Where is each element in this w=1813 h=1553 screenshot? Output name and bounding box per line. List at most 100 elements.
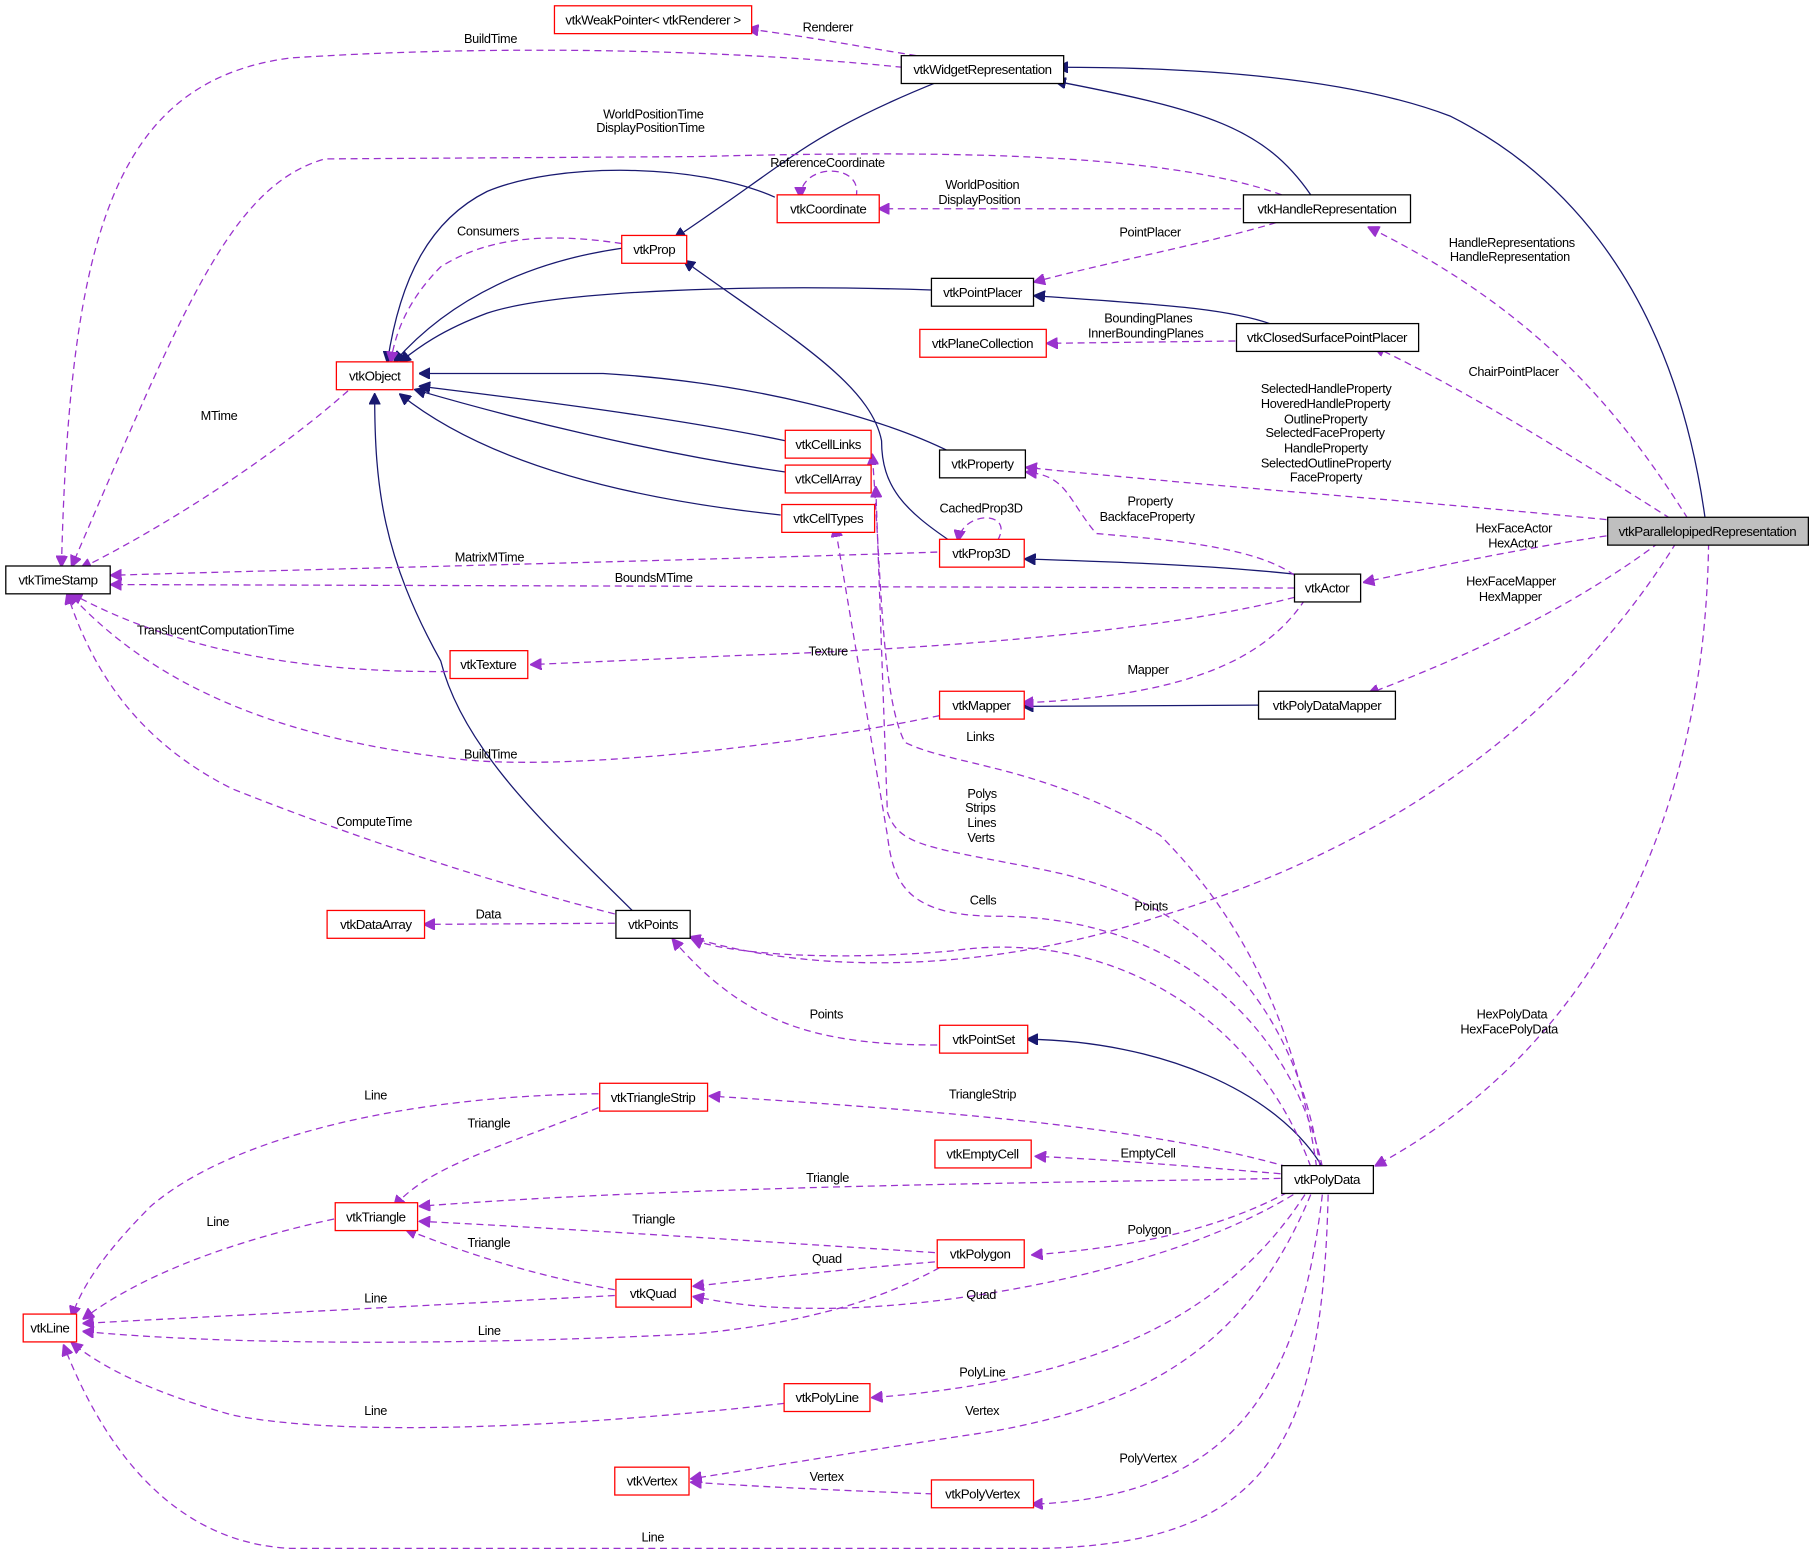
edge-label: SelectedOutlineProperty	[1261, 455, 1392, 470]
node-vtkparallelopipedrepresentation[interactable]: vtkParallelopipedRepresentation	[1607, 516, 1809, 546]
edge-label: HexPolyData	[1477, 1006, 1549, 1021]
edge-parallelopiped-closedsurface	[1375, 347, 1671, 519]
edge-parallelopiped-polydatamapper	[1369, 542, 1660, 694]
edge-label: HandleRepresentations	[1449, 235, 1575, 250]
edge-handlerep-pointplacer	[1035, 222, 1277, 282]
node-vtkpoints[interactable]: vtkPoints	[615, 909, 691, 939]
edge-label: Line	[364, 1290, 387, 1305]
node-vtktexture[interactable]: vtkTexture	[449, 650, 529, 680]
node-vtkpolygon[interactable]: vtkPolygon	[936, 1239, 1025, 1269]
edge-labels: Renderer BuildTime WorldPositionTime Dis…	[137, 19, 1575, 1544]
node-label: vtkPointPlacer	[943, 285, 1023, 300]
edge-label: MatrixMTime	[455, 549, 525, 564]
node-label: vtkMapper	[952, 698, 1011, 713]
edge-label: MTime	[201, 408, 238, 423]
edge-label: BoundsMTime	[615, 570, 693, 585]
node-vtkcelllinks[interactable]: vtkCellLinks	[784, 429, 872, 459]
edge-actor-texture	[531, 596, 1295, 664]
node-vtkhandlerepresentation[interactable]: vtkHandleRepresentation	[1242, 194, 1412, 224]
node-label: vtkTriangle	[346, 1209, 406, 1224]
edge-actor-property	[1027, 472, 1295, 576]
edge-label: BackfaceProperty	[1100, 509, 1196, 524]
node-vtktimestamp[interactable]: vtkTimeStamp	[5, 565, 111, 595]
node-vtkweakpointer[interactable]: vtkWeakPointer< vtkRenderer >	[553, 5, 753, 35]
edge-actor-to-prop3d	[1025, 559, 1295, 575]
node-vtkclosedsurfacepointplacer[interactable]: vtkClosedSurfacePointPlacer	[1235, 322, 1420, 353]
node-vtkpolyvertex[interactable]: vtkPolyVertex	[930, 1479, 1035, 1509]
edge-label: Line	[364, 1088, 387, 1103]
edge-label: Mapper	[1127, 662, 1169, 677]
node-vtkline[interactable]: vtkLine	[22, 1313, 78, 1343]
node-vtkemptycell[interactable]: vtkEmptyCell	[934, 1139, 1032, 1169]
edge-label: TriangleStrip	[949, 1086, 1017, 1101]
node-vtkprop[interactable]: vtkProp	[621, 234, 688, 264]
node-vtkpointset[interactable]: vtkPointSet	[938, 1024, 1029, 1054]
edge-label: HexFaceActor	[1475, 520, 1553, 535]
edge-label: PolyVertex	[1119, 1451, 1177, 1466]
node-vtkpointplacer[interactable]: vtkPointPlacer	[930, 277, 1035, 307]
node-vtkcelltypes[interactable]: vtkCellTypes	[781, 503, 876, 533]
edge-label: HexFacePolyData	[1460, 1021, 1559, 1036]
edge-coordinate-to-object	[387, 169, 776, 362]
edge-prop3d-to-prop	[684, 261, 952, 543]
node-vtktriangle[interactable]: vtkTriangle	[334, 1202, 419, 1232]
node-label: vtkCellLinks	[795, 437, 861, 452]
node-label: vtkVertex	[627, 1474, 678, 1489]
edge-label: Consumers	[457, 223, 519, 238]
edge-triangle-line	[84, 1218, 335, 1319]
node-vtkwidgetrepresentation[interactable]: vtkWidgetRepresentation	[900, 55, 1065, 85]
edge-label: Line	[478, 1323, 501, 1338]
node-vtkpolydata[interactable]: vtkPolyData	[1281, 1164, 1375, 1195]
node-vtkpolyline[interactable]: vtkPolyLine	[783, 1383, 871, 1413]
node-vtkcoordinate[interactable]: vtkCoordinate	[776, 194, 880, 224]
node-label: vtkPolyLine	[796, 1390, 859, 1405]
edge-points-dataarray	[425, 923, 615, 924]
edge-closedsurface-planecollection	[1047, 341, 1236, 343]
node-label: vtkPolyVertex	[945, 1486, 1021, 1501]
edge-label: DisplayPosition	[938, 192, 1020, 207]
edge-polygon-quad	[694, 1261, 935, 1286]
edge-label: Texture	[808, 643, 848, 658]
node-label: vtkTriangleStrip	[611, 1090, 696, 1105]
edge-label: WorldPositionTime	[603, 106, 704, 121]
edge-label: Verts	[967, 830, 994, 845]
edge-label: Cells	[970, 893, 997, 908]
edge-label: Polygon	[1127, 1222, 1171, 1237]
edge-label: HexActor	[1488, 535, 1539, 550]
node-vtkprop3d[interactable]: vtkProp3D	[938, 538, 1025, 568]
node-vtktrianglestrip[interactable]: vtkTriangleStrip	[599, 1082, 709, 1112]
edge-polydata-quad	[694, 1194, 1294, 1310]
edge-prop3d-matrixmtime	[111, 551, 938, 575]
edge-label: Triangle	[806, 1170, 849, 1185]
node-label: vtkHandleRepresentation	[1257, 201, 1396, 216]
edge-points-computetime	[67, 594, 615, 915]
edge-label: Polys	[967, 786, 996, 801]
edge-label: Triangle	[632, 1212, 675, 1227]
edge-label: Quad	[966, 1287, 996, 1302]
edge-polydata-polygon	[1032, 1191, 1288, 1255]
edge-label: Strips	[965, 800, 996, 815]
node-label: vtkProperty	[951, 457, 1014, 472]
edge-label: Line	[206, 1214, 229, 1229]
node-vtkplanecollection[interactable]: vtkPlaneCollection	[919, 328, 1047, 358]
node-vtkproperty[interactable]: vtkProperty	[938, 449, 1027, 479]
node-vtkobject[interactable]: vtkObject	[335, 361, 414, 391]
node-label: vtkProp3D	[952, 546, 1010, 561]
node-vtkcellarray[interactable]: vtkCellArray	[784, 464, 872, 494]
node-vtkmapper[interactable]: vtkMapper	[938, 690, 1025, 720]
edge-handlerep-positiontime	[72, 153, 1282, 566]
node-label: vtkPolyData	[1294, 1172, 1361, 1187]
edge-closedsurface-to-pointplacer	[1035, 296, 1277, 327]
node-vtkactor[interactable]: vtkActor	[1293, 573, 1362, 603]
node-label: vtkPointSet	[952, 1032, 1015, 1047]
node-vtkdataarray[interactable]: vtkDataArray	[326, 909, 426, 939]
node-vtkpolydatamapper[interactable]: vtkPolyDataMapper	[1257, 690, 1397, 720]
edge-polygon-line	[84, 1267, 940, 1343]
edge-label: Points	[810, 1006, 843, 1021]
node-label: vtkCoordinate	[790, 201, 866, 216]
node-vtkvertex[interactable]: vtkVertex	[614, 1466, 690, 1496]
edge-label: Vertex	[810, 1469, 845, 1484]
edge-quad-line	[84, 1294, 615, 1324]
node-vtkquad[interactable]: vtkQuad	[615, 1278, 692, 1308]
edge-widgetrep-renderer	[748, 29, 917, 57]
